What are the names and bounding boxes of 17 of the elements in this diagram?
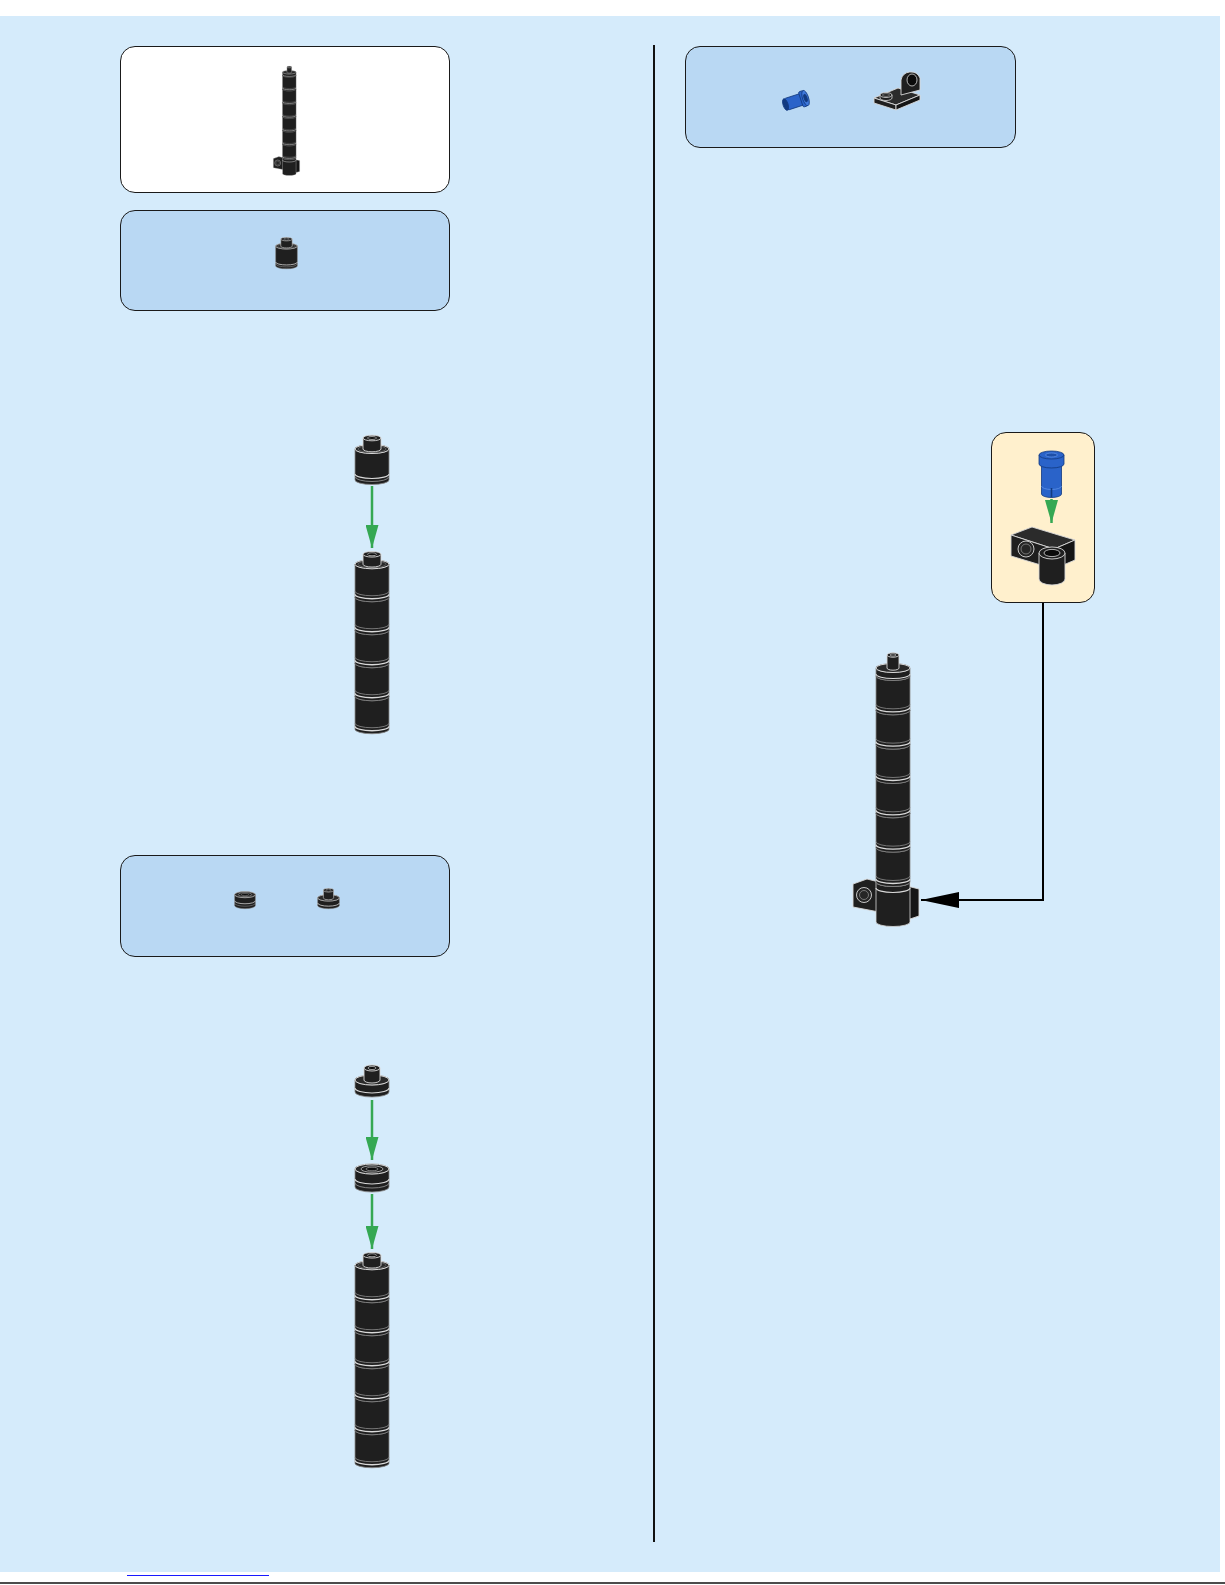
- callout-panel: [991, 432, 1095, 603]
- arrow: [365, 1194, 379, 1249]
- brick-column-drawing: [354, 548, 390, 735]
- arrow: [920, 602, 1044, 909]
- parts-list-panel: [120, 210, 450, 311]
- brick-column-drawing: [354, 1249, 390, 1469]
- parts-list-panel: [685, 46, 1016, 148]
- stud-piece-drawing: [354, 1062, 390, 1100]
- arrow: [1045, 499, 1058, 523]
- round-plate-drawing: [354, 1160, 390, 1194]
- parts-list-panel: [120, 855, 450, 957]
- assembly-preview-panel: [120, 46, 450, 193]
- round-brick-drawing: [354, 432, 390, 486]
- hole-plate-drawing: [1008, 523, 1078, 587]
- pin-drawing: [1038, 450, 1065, 499]
- arrow: [365, 486, 379, 548]
- brick-column-drawing: [851, 650, 921, 930]
